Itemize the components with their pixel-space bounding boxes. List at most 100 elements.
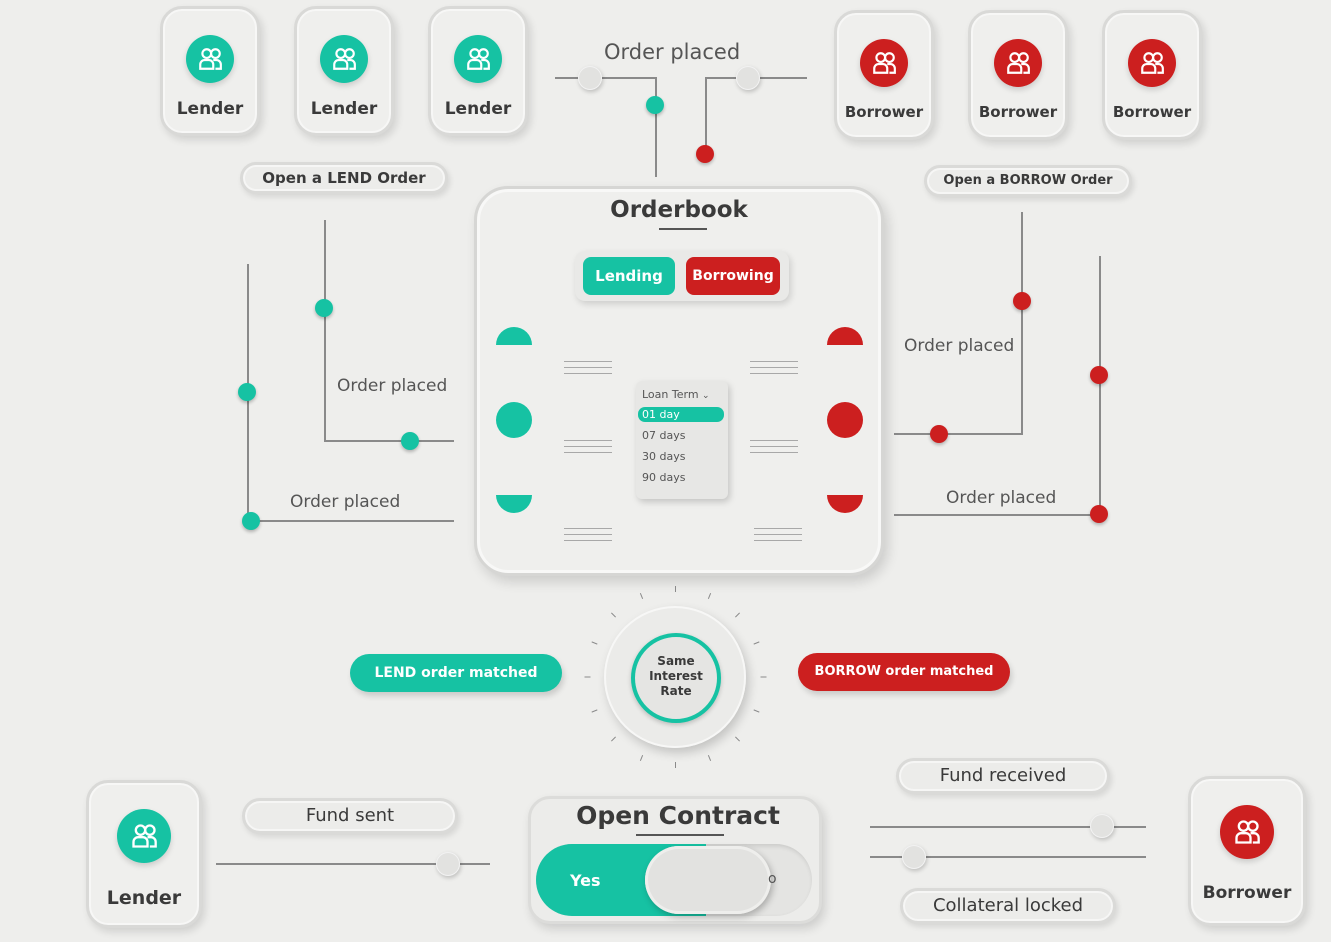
dial-tick (640, 755, 644, 762)
users-icon (117, 809, 171, 863)
borrower-card-bottom[interactable]: Borrower (1188, 776, 1306, 926)
dial-tick (760, 676, 767, 678)
right-inner-order-placed-label: Order placed (904, 336, 1015, 356)
dial-tick (610, 736, 616, 742)
dial-tick (640, 592, 644, 599)
borrow-order-lines-1 (750, 361, 798, 375)
lend-order-lines-1 (564, 361, 612, 375)
tab-borrowing[interactable]: Borrowing (686, 257, 780, 295)
loan-term-dropdown[interactable]: Loan Term ⌄ 01 day 07 days 30 days 90 da… (636, 381, 728, 499)
loan-term-header: Loan Term ⌄ (642, 388, 710, 401)
fund-sent-label: Fund sent (305, 805, 395, 826)
chevron-down-icon: ⌄ (702, 391, 710, 401)
lend-order-matched-badge: LEND order matched (350, 654, 562, 692)
users-icon (1128, 39, 1176, 87)
borrower-card-1[interactable]: Borrower (834, 10, 934, 140)
loan-term-option-selected[interactable]: 01 day (638, 407, 724, 422)
top-center-connector (655, 77, 657, 177)
left-outer-order-placed-label: Order placed (290, 492, 401, 512)
users-icon (994, 39, 1042, 87)
dial-tick (735, 612, 741, 618)
dial-tick (753, 709, 760, 713)
borrower-card-3[interactable]: Borrower (1102, 10, 1202, 140)
open-borrow-order-label: Open a BORROW Order (943, 173, 1113, 188)
dial-line-1: Same (657, 654, 695, 668)
right-outer-order-placed-label: Order placed (946, 488, 1057, 508)
dial-tick (610, 612, 616, 618)
collateral-locked-pill: Collateral locked (900, 888, 1116, 924)
open-contract-title: Open Contract (576, 801, 780, 830)
dial-tick (707, 592, 711, 599)
lend-order-marker-bottom (496, 495, 532, 513)
lender-label: Lender (444, 99, 512, 119)
dial-tick (584, 676, 591, 678)
contract-toggle-yes: Yes (570, 871, 601, 890)
borrower-label: Borrower (1112, 103, 1192, 121)
top-right-slider-knob[interactable] (736, 66, 760, 90)
loan-term-option[interactable]: 90 days (642, 471, 686, 484)
left-inner-line-vertical (324, 220, 326, 440)
lend-order-lines-3 (564, 528, 612, 542)
open-lend-order-label: Open a LEND Order (262, 169, 426, 187)
lender-card-2[interactable]: Lender (294, 6, 394, 136)
fund-received-line (870, 826, 1146, 828)
top-borrow-dot (696, 145, 714, 163)
left-inner-dot-bottom (401, 432, 419, 450)
lender-label: Lender (176, 99, 244, 119)
borrow-order-lines-2 (750, 440, 798, 454)
lender-card-1[interactable]: Lender (160, 6, 260, 136)
borrower-label: Borrower (978, 103, 1058, 121)
right-inner-line-horizontal (894, 433, 1023, 435)
borrower-label: Borrower (844, 103, 924, 121)
lender-card-bottom[interactable]: Lender (86, 780, 202, 928)
open-lend-order-pill[interactable]: Open a LEND Order (240, 162, 448, 194)
left-inner-line-horizontal (324, 440, 454, 442)
users-icon (320, 35, 368, 83)
dial-tick (591, 709, 598, 713)
orderbook-title-underline (659, 228, 707, 230)
borrower-label: Borrower (1202, 883, 1292, 903)
right-inner-dot-top (1013, 292, 1031, 310)
fund-sent-pill: Fund sent (242, 798, 458, 834)
fund-received-label: Fund received (939, 765, 1067, 786)
contract-toggle-thumb[interactable] (645, 846, 771, 914)
loan-term-option: 01 day (642, 408, 680, 421)
borrow-order-lines-3 (754, 528, 802, 542)
open-borrow-order-pill[interactable]: Open a BORROW Order (924, 165, 1132, 197)
top-left-slider-knob[interactable] (578, 66, 602, 90)
collateral-slider-knob[interactable] (902, 845, 926, 869)
right-outer-dot-bottom (1090, 505, 1108, 523)
interest-rate-dial-ring (631, 633, 721, 723)
top-right-drop (705, 77, 707, 152)
left-outer-line-horizontal (247, 520, 454, 522)
loan-term-option[interactable]: 30 days (642, 450, 686, 463)
dial-line-3: Rate (660, 684, 692, 698)
lend-order-lines-2 (564, 440, 612, 454)
loan-term-option[interactable]: 07 days (642, 429, 686, 442)
left-inner-dot-top (315, 299, 333, 317)
users-icon (860, 39, 908, 87)
borrow-order-marker-bottom (827, 495, 863, 513)
right-outer-line-vertical (1099, 256, 1101, 514)
borrower-card-2[interactable]: Borrower (968, 10, 1068, 140)
tab-lending[interactable]: Lending (583, 257, 675, 295)
dial-tick (753, 641, 760, 645)
users-icon (1220, 805, 1274, 859)
fund-sent-slider-knob[interactable] (436, 852, 460, 876)
dial-tick (707, 755, 711, 762)
right-inner-dot-bottom (930, 425, 948, 443)
dial-tick (675, 586, 676, 592)
lender-label: Lender (310, 99, 378, 119)
lender-card-3[interactable]: Lender (428, 6, 528, 136)
open-contract-underline (636, 834, 724, 836)
fund-sent-line (216, 863, 490, 865)
fund-received-slider-knob[interactable] (1090, 814, 1114, 838)
collateral-line (870, 856, 1146, 858)
top-left-connector (555, 77, 655, 79)
dial-tick (591, 641, 598, 645)
top-order-placed-label: Order placed (604, 40, 741, 64)
right-outer-dot-top (1090, 366, 1108, 384)
fund-received-pill: Fund received (896, 758, 1110, 794)
borrow-order-matched-badge: BORROW order matched (798, 653, 1010, 691)
orderbook-title: Orderbook (610, 197, 748, 223)
